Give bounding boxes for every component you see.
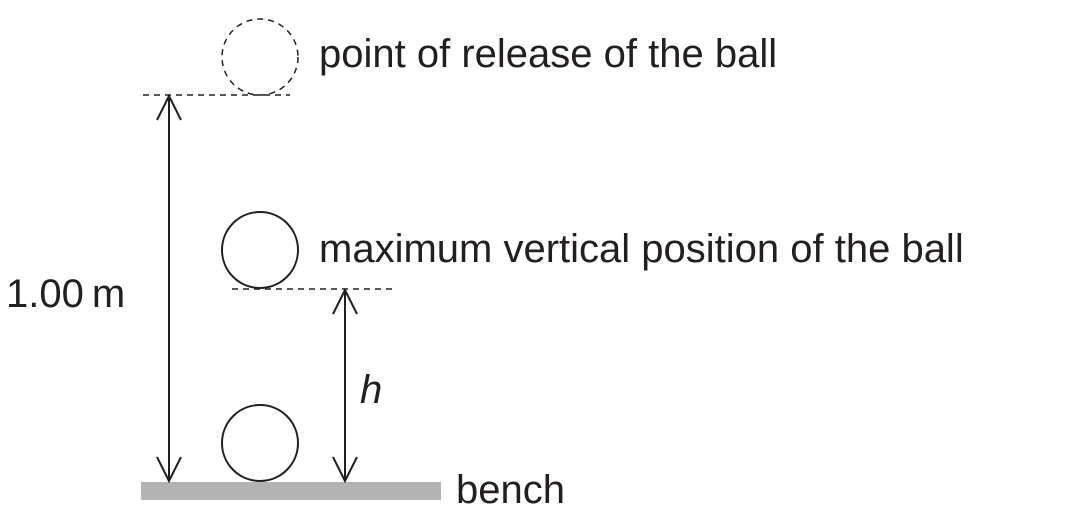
ball-on-bench [221, 404, 299, 482]
bench [141, 482, 441, 500]
release-label: point of release of the ball [319, 32, 777, 76]
height-arrow [332, 287, 358, 484]
ball-release-outline [221, 18, 299, 96]
ball-max-position [221, 211, 299, 289]
height-label: h [360, 368, 382, 412]
distance-arrow [156, 93, 182, 484]
max-position-label: maximum vertical position of the ball [319, 227, 964, 271]
distance-label: 1.00 m [6, 272, 125, 316]
bench-label: bench [456, 468, 565, 512]
